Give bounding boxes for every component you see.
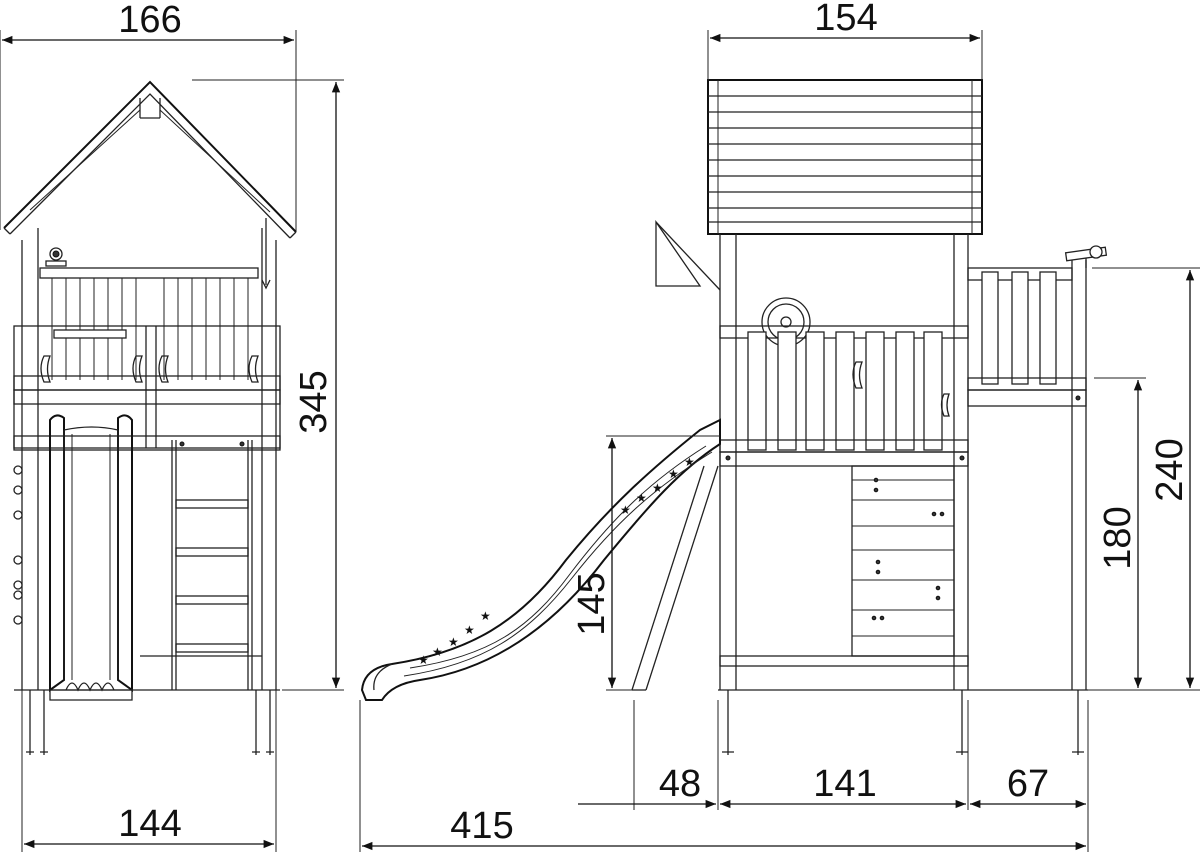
dimension-front-height: 345 <box>192 79 344 691</box>
front-deck <box>13 325 281 451</box>
dimension-front-top: 166 <box>0 0 297 232</box>
dimension-label-145: 145 <box>571 572 613 635</box>
side-ground-anchors <box>722 690 1084 755</box>
dimension-side-240: 240 <box>1088 267 1200 691</box>
front-slide <box>49 414 133 701</box>
side-slide <box>360 418 721 701</box>
svg-text:★: ★ <box>418 653 429 667</box>
side-railing <box>719 325 969 451</box>
dimension-label-180: 180 <box>1097 506 1139 569</box>
svg-text:★: ★ <box>636 491 647 505</box>
front-handles <box>40 355 259 383</box>
dimension-label-415: 415 <box>450 805 513 847</box>
dimension-bottom-segments: 48 141 67 <box>578 700 1089 852</box>
side-roof <box>707 79 983 235</box>
side-view: ★ ★ ★ ★ ★ ★ ★ ★ ★ ★ <box>360 79 1108 755</box>
dimension-side-180: 180 <box>1094 377 1146 688</box>
front-ground-anchors <box>26 690 274 755</box>
dimension-label-67: 67 <box>1007 763 1049 805</box>
svg-text:★: ★ <box>448 635 459 649</box>
side-deck <box>719 439 969 467</box>
svg-text:★: ★ <box>480 609 491 623</box>
front-ladder <box>171 440 253 690</box>
slide-stars: ★ ★ ★ ★ ★ ★ ★ ★ ★ ★ <box>418 455 695 667</box>
dimension-label-154: 154 <box>814 0 877 39</box>
dimension-label-240: 240 <box>1149 438 1191 501</box>
svg-text:★: ★ <box>620 503 631 517</box>
front-view <box>3 80 297 755</box>
dimension-total-length: 415 <box>359 700 1086 852</box>
svg-text:★: ★ <box>432 645 443 659</box>
front-roof <box>3 80 297 239</box>
side-lower-panels <box>851 465 955 657</box>
dimension-label-48: 48 <box>659 763 701 805</box>
slide-support <box>631 465 719 691</box>
svg-text:★: ★ <box>684 455 695 469</box>
svg-text:★: ★ <box>668 467 679 481</box>
dimension-side-roof: 154 <box>707 0 983 80</box>
dimension-slide-145: 145 <box>571 435 720 691</box>
front-climbing-holds <box>13 465 23 625</box>
dimension-label-166: 166 <box>118 0 181 41</box>
front-binocular <box>45 247 67 267</box>
dimension-front-bottom: 144 <box>21 690 277 852</box>
telescope <box>1064 245 1108 268</box>
dimension-label-345: 345 <box>293 370 335 433</box>
side-flag <box>655 219 721 291</box>
svg-text:★: ★ <box>464 623 475 637</box>
front-upper-railing <box>39 267 259 380</box>
dimension-label-144: 144 <box>118 803 181 845</box>
svg-text:★: ★ <box>652 481 663 495</box>
side-extension <box>967 260 1087 690</box>
dimension-label-141: 141 <box>813 763 876 805</box>
